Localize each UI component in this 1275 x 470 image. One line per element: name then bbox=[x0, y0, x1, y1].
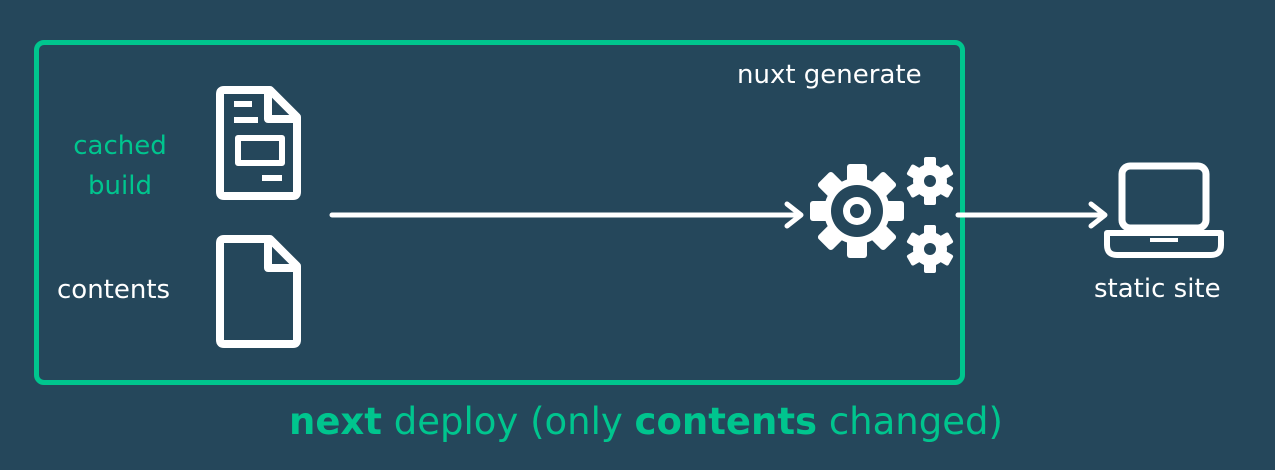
large-gear-icon bbox=[810, 164, 904, 258]
cached-build-line2: build bbox=[88, 171, 152, 201]
cached-build-line1: cached bbox=[73, 131, 167, 161]
arrow-to-generate bbox=[329, 201, 804, 229]
laptop-icon bbox=[1104, 162, 1224, 258]
caption-next: next bbox=[289, 400, 382, 443]
file-icon bbox=[216, 235, 301, 348]
caption-contents: contents bbox=[634, 400, 818, 443]
caption: next deploy (only contents changed) bbox=[289, 400, 1003, 443]
small-gear-top-icon bbox=[906, 157, 954, 205]
contents-label: contents bbox=[57, 275, 171, 305]
cached-build-label: cached build bbox=[58, 126, 182, 206]
gears-icon bbox=[810, 157, 954, 273]
static-site-label: static site bbox=[1094, 274, 1221, 304]
arrow-to-static-site bbox=[955, 201, 1108, 229]
caption-deploy: deploy (only bbox=[382, 400, 635, 443]
nuxt-generate-label: nuxt generate bbox=[737, 60, 922, 90]
caption-changed: changed) bbox=[817, 400, 1003, 443]
small-gear-bottom-icon bbox=[906, 225, 954, 273]
document-icon bbox=[216, 86, 301, 200]
